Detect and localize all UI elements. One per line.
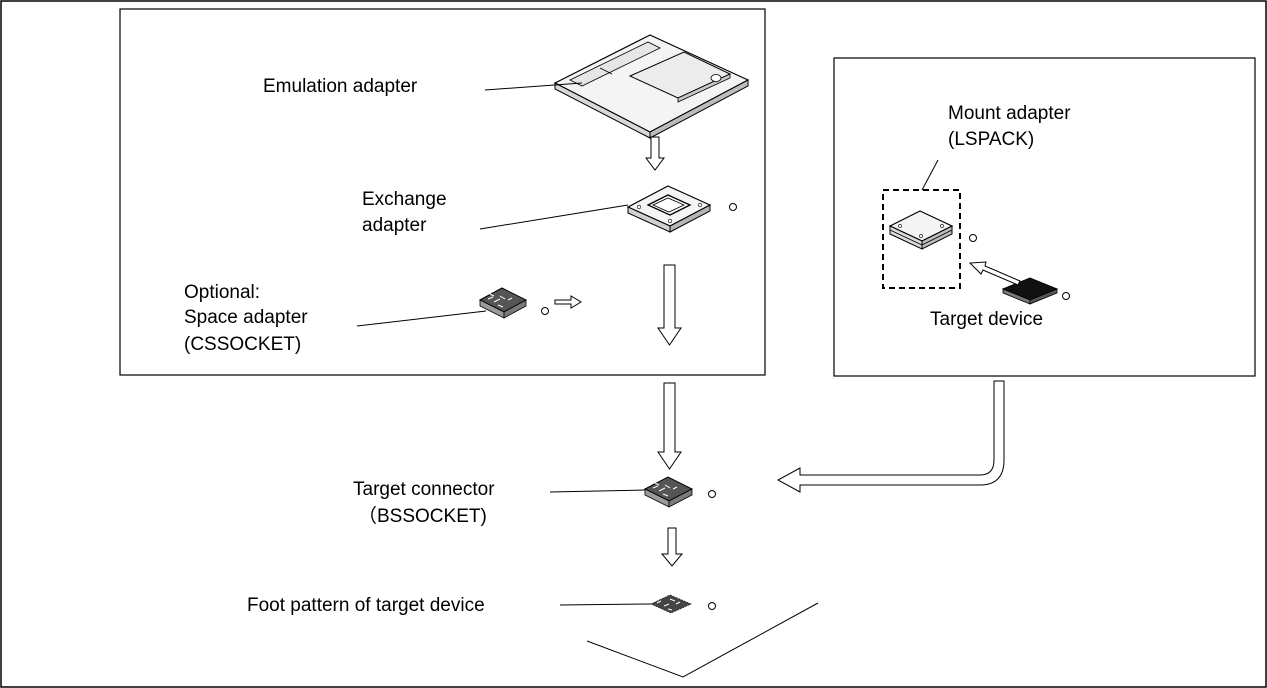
cssocket-label: (CSSOCKET) (184, 334, 302, 355)
emulation-adapter-image (553, 34, 750, 139)
foot-pattern-label: Foot pattern of target device (247, 595, 485, 616)
space-adapter-label: Space adapter (184, 307, 308, 328)
target-board-outline (586, 602, 819, 678)
arrow-target-to-mount (968, 261, 1021, 286)
arrow-down-1 (645, 136, 665, 171)
exchange-adapter-label-line2: adapter (362, 215, 427, 236)
target-connector-image (643, 476, 694, 508)
mount-adapter-label-line2: (LSPACK) (948, 129, 1035, 150)
mount-adapter-image (888, 210, 954, 250)
target-connector-label-line2: （BSSOCKET) (358, 506, 487, 527)
space-adapter-image (478, 287, 528, 319)
arrow-right-space (554, 295, 582, 309)
target-connector-leader (549, 489, 646, 493)
foot-pattern-leader (559, 603, 652, 606)
foot-pattern-pin1-mark (708, 602, 716, 610)
mount-adapter-leader (921, 159, 939, 191)
target-device-label: Target device (930, 309, 1044, 330)
mount-adapter-pin1-mark (969, 234, 977, 242)
right-panel-box (833, 57, 1256, 377)
mount-adapter-label-line1: Mount adapter (948, 103, 1071, 124)
foot-pattern-image (650, 594, 692, 614)
exchange-adapter-label-line1: Exchange (362, 189, 447, 210)
optional-label: Optional: (184, 282, 261, 303)
space-adapter-leader (356, 310, 487, 327)
mount-adapter-dashed-box (882, 189, 961, 289)
left-panel-box (119, 8, 766, 376)
exchange-adapter-pin1-mark (729, 203, 737, 211)
arrow-down-2 (657, 264, 682, 346)
target-connector-label-line1: Target connector (353, 479, 495, 500)
emulation-adapter-label: Emulation adapter (263, 76, 418, 97)
arrow-down-4 (660, 527, 684, 567)
arrow-right-box-to-connector (776, 380, 1005, 493)
space-adapter-pin1-mark (541, 307, 549, 315)
exchange-adapter-image (626, 185, 712, 233)
target-device-pin1-mark (1062, 292, 1070, 300)
exchange-adapter-leader (479, 204, 629, 230)
target-connector-pin1-mark (708, 490, 716, 498)
emulation-adapter-leader (484, 82, 583, 91)
arrow-down-3 (657, 382, 682, 470)
